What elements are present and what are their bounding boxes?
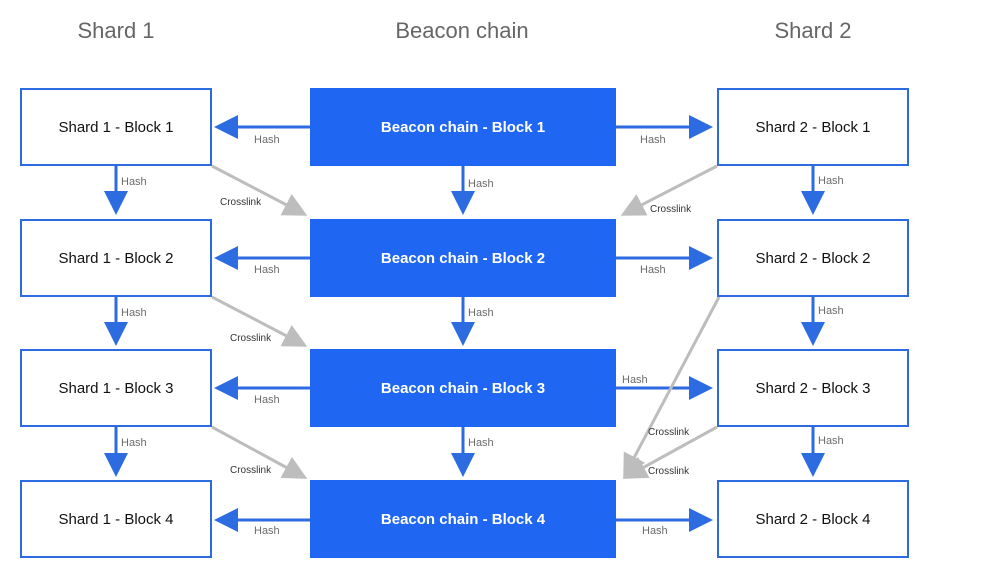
- label-crosslink-r1: Crosslink: [650, 204, 692, 215]
- beacon-block-4: Beacon chain - Block 4: [310, 480, 616, 558]
- label-hash-l4: Hash: [254, 525, 280, 537]
- label-hash-s2-2: Hash: [818, 305, 844, 317]
- shard2-block-4: Shard 2 - Block 4: [717, 480, 909, 558]
- column-title-shard-1: Shard 1: [77, 18, 155, 43]
- crosslink-shard2-b1-to-beacon-b2: [620, 164, 718, 216]
- label-hash-b-3: Hash: [468, 437, 494, 449]
- column-title-shard-2: Shard 2: [774, 18, 852, 43]
- label-hash-s2-1: Hash: [818, 175, 844, 187]
- label-hash-l2: Hash: [254, 264, 280, 276]
- crosslink-shard1-b2-to-beacon-b3: [211, 295, 308, 347]
- label-hash-s1-2: Hash: [121, 307, 147, 319]
- shard1-block-4: Shard 1 - Block 4: [20, 480, 212, 558]
- shard2-block-3: Shard 2 - Block 3: [717, 349, 909, 427]
- label-crosslink-l2: Crosslink: [230, 333, 272, 344]
- label-hash-r4: Hash: [642, 525, 668, 537]
- crosslink-shard1-b3-to-beacon-b4: [211, 425, 308, 479]
- shard1-block-1: Shard 1 - Block 1: [20, 88, 212, 166]
- label-crosslink-r3: Crosslink: [648, 466, 690, 477]
- label-crosslink-r2: Crosslink: [648, 427, 690, 438]
- label-hash-r3: Hash: [622, 374, 648, 386]
- crosslink-shard2-b3-to-beacon-b4: [622, 425, 718, 479]
- beacon-block-2: Beacon chain - Block 2: [310, 219, 616, 297]
- label-hash-b-1: Hash: [468, 178, 494, 190]
- shard2-block-1: Shard 2 - Block 1: [717, 88, 909, 166]
- label-crosslink-l3: Crosslink: [230, 465, 272, 476]
- label-hash-l1: Hash: [254, 134, 280, 146]
- label-hash-r2: Hash: [640, 264, 666, 276]
- label-hash-r1: Hash: [640, 134, 666, 146]
- label-crosslink-l1: Crosslink: [220, 197, 262, 208]
- column-title-beacon-chain: Beacon chain: [395, 18, 529, 43]
- label-hash-s1-3: Hash: [121, 437, 147, 449]
- beacon-block-1: Beacon chain - Block 1: [310, 88, 616, 166]
- crosslink-shard2-b2-to-beacon-b4: [623, 296, 721, 479]
- crosslink-shard1-b1-to-beacon-b2: [211, 164, 308, 216]
- shard2-block-2: Shard 2 - Block 2: [717, 219, 909, 297]
- label-hash-b-2: Hash: [468, 307, 494, 319]
- beacon-block-3: Beacon chain - Block 3: [310, 349, 616, 427]
- shard1-block-3: Shard 1 - Block 3: [20, 349, 212, 427]
- shard1-block-2: Shard 1 - Block 2: [20, 219, 212, 297]
- label-hash-s2-3: Hash: [818, 435, 844, 447]
- label-hash-l3: Hash: [254, 394, 280, 406]
- label-hash-s1-1: Hash: [121, 176, 147, 188]
